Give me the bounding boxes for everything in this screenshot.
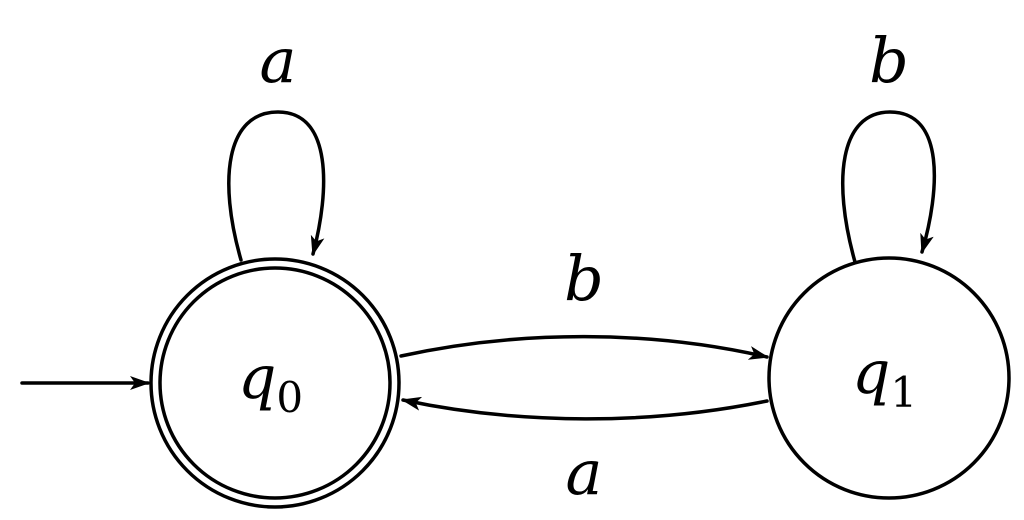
transition-q1-q0-label: a [566, 436, 603, 509]
state-q0: q0 [149, 257, 401, 509]
transition-q1-q1 [840, 110, 937, 264]
state-q1: q1 [767, 256, 1011, 500]
transition-q0-q0 [227, 110, 326, 262]
transition-q0-q1 [399, 334, 769, 360]
state-q0-outer-circle [149, 257, 401, 509]
state-q1-label: q1 [852, 338, 917, 417]
state-q0-inner-circle [158, 266, 392, 500]
state-q0-label: q0 [238, 343, 303, 422]
transition-q1-q0 [401, 396, 769, 421]
transition-q0-q1-label: b [564, 242, 604, 315]
state-q1-circle [767, 256, 1011, 500]
transition-q0-q0-label: a [260, 24, 297, 97]
transition-q1-q1-label: b [869, 24, 909, 97]
